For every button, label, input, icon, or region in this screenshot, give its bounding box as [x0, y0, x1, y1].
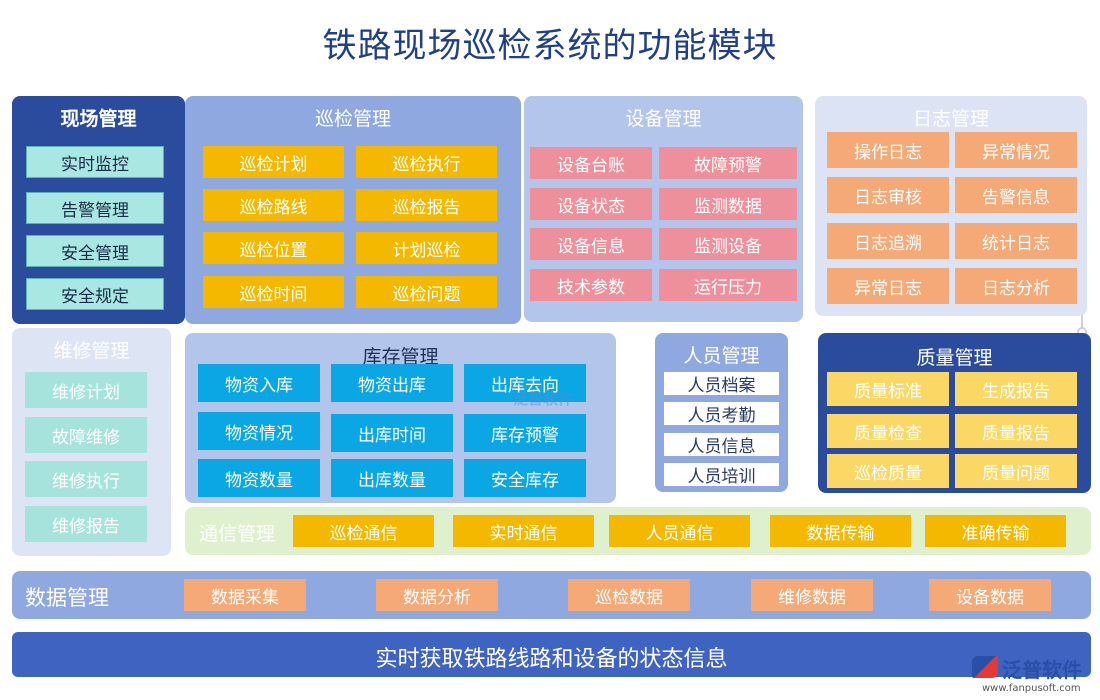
inventory-item[interactable]: 安全库存 [464, 459, 586, 497]
fanpu-logo-icon [972, 656, 998, 678]
footer-text: 实时获取铁路线路和设备的状态信息 [375, 647, 728, 672]
log-item[interactable]: 日志追溯 [827, 223, 949, 259]
communication-item[interactable]: 数据传输 [770, 515, 911, 547]
watermark-text: 泛普软件 [513, 390, 574, 408]
inventory-item[interactable]: 出库数量 [331, 459, 453, 497]
log-item[interactable]: 异常日志 [827, 268, 949, 304]
personnel-management-panel: 人员管理 人员档案 人员考勤 人员信息 人员培训 [655, 333, 788, 492]
log-item[interactable]: 日志审核 [827, 177, 949, 213]
log-item[interactable]: 异常情况 [955, 132, 1077, 168]
log-item[interactable]: 日志分析 [955, 268, 1077, 304]
maintenance-management-title: 维修管理 [53, 340, 130, 362]
inventory-item[interactable]: 物资出库 [331, 364, 453, 402]
inspection-item[interactable]: 巡检路线 [203, 189, 344, 221]
quality-management-panel: 质量管理 质量标准 生成报告 质量检查 质量报告 巡检质量 质量问题 [818, 333, 1091, 493]
personnel-management-title: 人员管理 [683, 345, 760, 367]
inspection-item[interactable]: 巡检计划 [203, 146, 344, 178]
communication-item[interactable]: 实时通信 [453, 515, 594, 547]
log-item[interactable]: 操作日志 [827, 132, 949, 168]
inspection-item[interactable]: 计划巡检 [356, 232, 497, 264]
maintenance-item[interactable]: 维修执行 [25, 461, 147, 497]
personnel-item[interactable]: 人员培训 [663, 462, 780, 487]
inventory-management-title: 库存管理 [362, 346, 439, 368]
quality-item[interactable]: 生成报告 [955, 372, 1077, 406]
device-item[interactable]: 设备状态 [530, 188, 652, 220]
maintenance-item[interactable]: 故障维修 [25, 417, 147, 453]
device-item[interactable]: 监测设备 [659, 228, 797, 260]
device-item[interactable]: 运行压力 [659, 269, 797, 301]
personnel-item[interactable]: 人员考勤 [663, 401, 780, 426]
log-item[interactable]: 告警信息 [955, 177, 1077, 213]
inspection-item[interactable]: 巡检执行 [356, 146, 497, 178]
inspection-item[interactable]: 巡检时间 [203, 276, 344, 308]
device-item[interactable]: 监测数据 [659, 188, 797, 220]
inventory-item[interactable]: 出库时间 [331, 414, 453, 452]
inventory-item[interactable]: 库存预警 [464, 414, 586, 452]
log-management-title: 日志管理 [912, 108, 989, 130]
maintenance-item[interactable]: 维修计划 [25, 372, 147, 408]
personnel-item[interactable]: 人员信息 [663, 432, 780, 457]
device-item[interactable]: 设备信息 [530, 228, 652, 260]
inspection-item[interactable]: 巡检问题 [356, 276, 497, 308]
logo-name: 泛普软件 [1002, 658, 1082, 682]
footer-bar: 实时获取铁路线路和设备的状态信息 [12, 632, 1091, 677]
data-item[interactable]: 数据分析 [376, 579, 498, 611]
inspection-item[interactable]: 巡检报告 [356, 189, 497, 221]
quality-item[interactable]: 质量标准 [827, 372, 949, 406]
data-management-panel: 数据管理 数据采集 数据分析 巡检数据 维修数据 设备数据 [12, 571, 1091, 619]
inventory-management-panel: 库存管理 物资入库 物资出库 出库去向 物资情况 出库时间 库存预警 物资数量 … [185, 333, 616, 503]
quality-item[interactable]: 质量问题 [955, 454, 1077, 488]
personnel-item[interactable]: 人员档案 [663, 371, 780, 396]
communication-item[interactable]: 巡检通信 [293, 515, 434, 547]
maintenance-management-panel: 维修管理 维修计划 故障维修 维修执行 维修报告 [12, 328, 171, 556]
communication-item[interactable]: 准确传输 [925, 515, 1066, 547]
data-item[interactable]: 数据采集 [184, 579, 306, 611]
inspection-management-title: 巡检管理 [314, 108, 391, 130]
site-management-title: 现场管理 [60, 108, 137, 130]
site-management-panel: 现场管理 实时监控 告警管理 安全管理 安全规定 [12, 96, 185, 324]
site-item[interactable]: 安全管理 [26, 235, 164, 267]
site-item[interactable]: 告警管理 [26, 192, 164, 224]
communication-management-panel: 通信管理 巡检通信 实时通信 人员通信 数据传输 准确传输 [185, 507, 1091, 555]
inventory-item[interactable]: 物资入库 [198, 364, 320, 402]
site-item[interactable]: 安全规定 [26, 278, 164, 310]
data-item[interactable]: 维修数据 [751, 579, 873, 611]
quality-item[interactable]: 质量检查 [827, 414, 949, 448]
quality-management-title: 质量管理 [916, 347, 993, 369]
quality-item[interactable]: 质量报告 [955, 414, 1077, 448]
logo-url: www.fanpusoft.com [982, 683, 1081, 694]
communication-item[interactable]: 人员通信 [609, 515, 750, 547]
site-item[interactable]: 实时监控 [26, 146, 164, 178]
log-management-panel: 日志管理 操作日志 异常情况 日志审核 告警信息 日志追溯 统计日志 异常日志 … [815, 96, 1087, 316]
device-item[interactable]: 设备台账 [530, 147, 652, 179]
quality-item[interactable]: 巡检质量 [827, 454, 949, 488]
data-item[interactable]: 巡检数据 [568, 579, 690, 611]
communication-management-title: 通信管理 [199, 523, 276, 545]
inventory-item[interactable]: 物资数量 [198, 459, 320, 497]
device-item[interactable]: 技术参数 [530, 269, 652, 301]
device-item[interactable]: 故障预警 [659, 147, 797, 179]
inventory-item[interactable]: 出库去向 [464, 364, 586, 402]
inspection-item[interactable]: 巡检位置 [203, 232, 344, 264]
data-item[interactable]: 设备数据 [929, 579, 1051, 611]
device-management-panel: 设备管理 设备台账 故障预警 设备状态 监测数据 设备信息 监测设备 技术参数 … [524, 96, 803, 322]
maintenance-item[interactable]: 维修报告 [25, 506, 147, 542]
log-item[interactable]: 统计日志 [955, 223, 1077, 259]
inventory-item[interactable]: 物资情况 [198, 412, 320, 450]
inspection-management-panel: 巡检管理 巡检计划 巡检执行 巡检路线 巡检报告 巡检位置 计划巡检 巡检时间 … [185, 96, 521, 324]
page-title: 铁路现场巡检系统的功能模块 [322, 26, 778, 66]
data-management-title: 数据管理 [25, 586, 109, 610]
device-management-title: 设备管理 [625, 108, 702, 130]
